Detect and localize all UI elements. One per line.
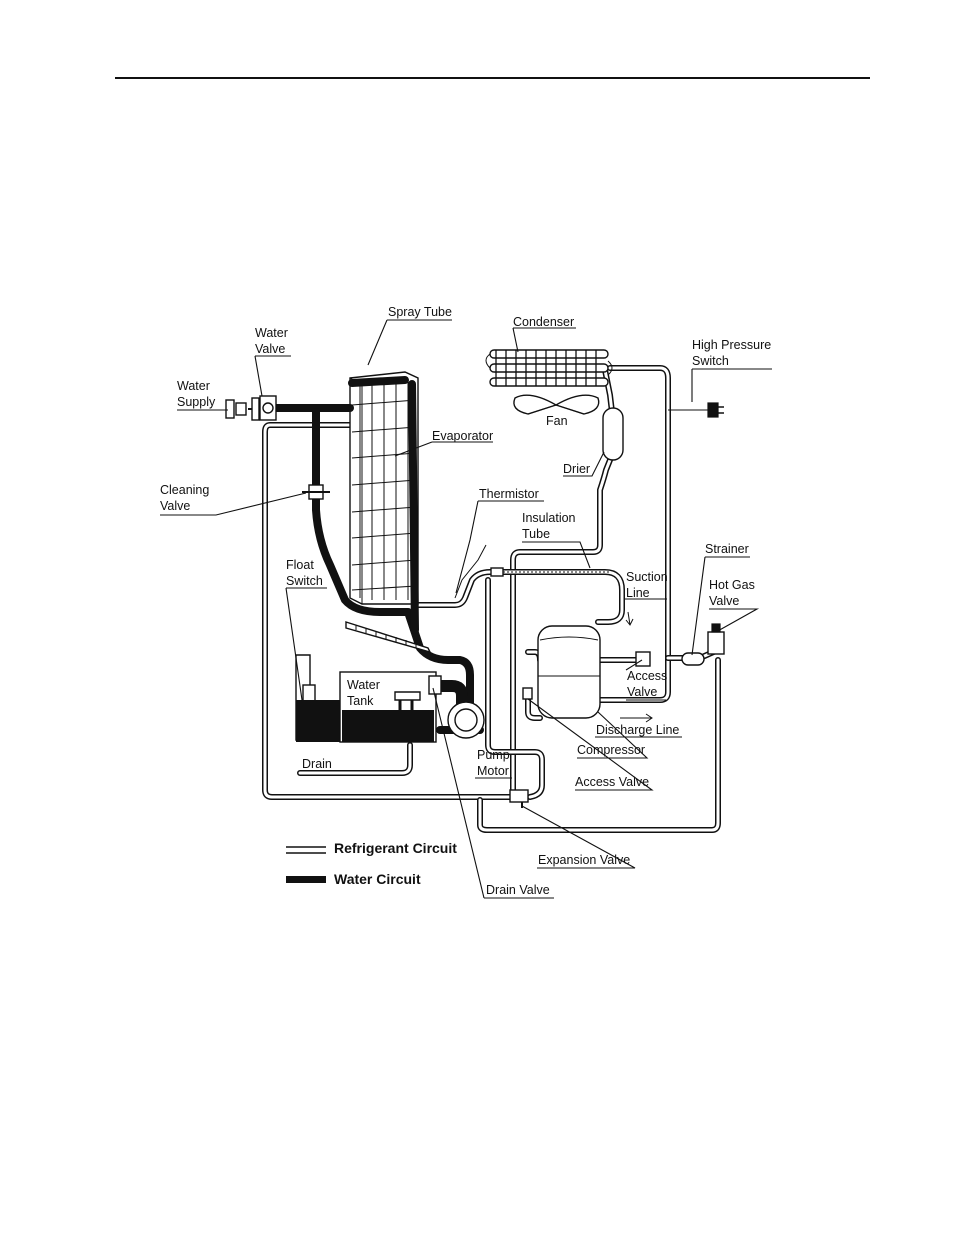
label-drain-valve: Drain Valve — [486, 883, 550, 897]
label-access-valve-bottom: Access Valve — [575, 775, 649, 789]
label-water-valve-2: Valve — [255, 342, 285, 356]
label-pump-motor-1: Pump — [477, 748, 510, 762]
discharge-line-arrow — [620, 713, 653, 723]
label-thermistor: Thermistor — [479, 487, 539, 501]
legend-water-label: Water Circuit — [334, 871, 421, 887]
label-suction-line-1: Suction — [626, 570, 668, 584]
label-suction-line-2: Line — [626, 586, 650, 600]
label-water-tank-1: Water — [347, 678, 380, 692]
label-drier: Drier — [563, 462, 590, 476]
legend-refrigerant-swatch — [286, 846, 326, 854]
label-strainer: Strainer — [705, 542, 749, 556]
label-discharge-line: Discharge Line — [596, 723, 679, 737]
drier — [602, 407, 624, 461]
label-fan: Fan — [546, 414, 568, 428]
label-spray-tube: Spray Tube — [388, 305, 452, 319]
fan-icon — [513, 394, 600, 415]
label-compressor: Compressor — [577, 743, 645, 757]
label-hot-gas-valve-2: Valve — [709, 594, 739, 608]
condenser — [485, 349, 613, 387]
label-expansion-valve: Expansion Valve — [538, 853, 630, 867]
label-water-supply-2: Supply — [177, 395, 216, 409]
label-insulation-tube-2: Tube — [522, 527, 550, 541]
label-cleaning-valve-1: Cleaning — [160, 483, 209, 497]
label-access-valve-right-2: Valve — [627, 685, 657, 699]
label-high-pressure-2: Switch — [692, 354, 729, 368]
water-tank — [296, 671, 437, 743]
label-water-tank-2: Tank — [347, 694, 374, 708]
label-water-supply-1: Water — [177, 379, 210, 393]
suction-line-arrow — [625, 611, 634, 626]
access-valve-right-icon — [635, 651, 651, 667]
label-drain: Drain — [302, 757, 332, 771]
hot-gas-valve-icon — [707, 623, 725, 655]
legend-refrigerant-label: Refrigerant Circuit — [334, 840, 457, 856]
expansion-valve-icon — [509, 789, 529, 808]
label-water-valve-1: Water — [255, 326, 288, 340]
label-evaporator: Evaporator — [432, 429, 493, 443]
label-hot-gas-valve-1: Hot Gas — [709, 578, 755, 592]
label-float-switch-2: Switch — [286, 574, 323, 588]
water-valve-icon — [225, 395, 277, 421]
label-access-valve-right-1: Access — [627, 669, 667, 683]
strainer-icon — [681, 652, 705, 666]
label-float-switch-1: Float — [286, 558, 314, 572]
legend-water-swatch — [286, 876, 326, 883]
compressor — [537, 625, 601, 719]
pump-motor — [447, 701, 485, 739]
label-condenser: Condenser — [513, 315, 574, 329]
labels: Spray Tube Condenser High Pressure Switc… — [160, 305, 771, 897]
leader-lines — [160, 319, 772, 899]
cleaning-valve-icon — [302, 484, 330, 500]
high-pressure-switch-icon — [707, 402, 724, 418]
label-insulation-tube-1: Insulation — [522, 511, 576, 525]
drain-valve-icon — [428, 675, 442, 695]
access-valve-icon — [522, 687, 533, 700]
page-header-rule — [115, 77, 870, 79]
label-high-pressure-1: High Pressure — [692, 338, 771, 352]
legend: Refrigerant Circuit Water Circuit — [286, 840, 457, 887]
label-cleaning-valve-2: Valve — [160, 499, 190, 513]
label-pump-motor-2: Motor — [477, 764, 509, 778]
drip-plate — [345, 621, 432, 654]
insulation-tube-clamp — [490, 567, 504, 577]
evaporator — [349, 371, 419, 605]
thermistor-wire — [454, 544, 487, 599]
